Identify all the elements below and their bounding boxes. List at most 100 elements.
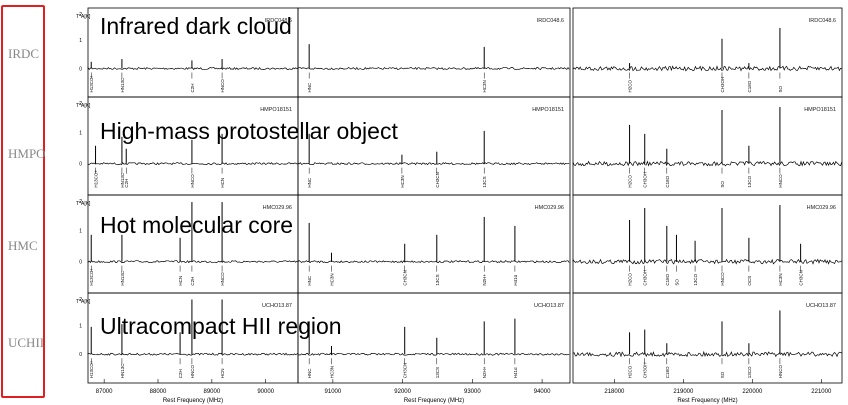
y-tick-label: 1 [79, 323, 82, 329]
molecule-label: HNC [307, 177, 312, 187]
spectrum-baseline [297, 260, 570, 264]
x-tick-label: 93000 [464, 389, 481, 395]
molecule-label: CH3CN [435, 172, 440, 188]
molecule-label: 13CS [482, 176, 487, 187]
y-tick-label: 0 [79, 162, 82, 168]
y-tick-label: 0 [79, 260, 82, 266]
source-label: UCHO13.87 [806, 303, 836, 309]
molecule-label: HC3N [482, 80, 487, 92]
molecule-label: HC3N [329, 366, 334, 378]
molecule-label: CH3OH [643, 362, 648, 378]
molecule-label: SO [778, 86, 783, 93]
source-label: UCHO13.87 [534, 303, 564, 309]
molecule-label: N2H+ [482, 274, 487, 286]
source-label: IRDC048.6 [537, 18, 564, 24]
molecule-label: 13CS [435, 367, 440, 378]
molecule-label: HNCO [720, 272, 725, 286]
y-tick-label: 0 [79, 352, 82, 358]
x-tick-label: 91000 [325, 389, 342, 395]
molecule-label: HCN [220, 178, 225, 188]
molecule-label: HCN [220, 368, 225, 378]
y-tick-label: 1 [79, 38, 82, 44]
molecule-label: C2H [178, 369, 183, 378]
molecule-label: HN13C [120, 172, 125, 188]
source-label: HMC029.96 [263, 205, 292, 211]
molecule-label: SO [720, 181, 725, 188]
molecule-label: HC3N [400, 175, 405, 187]
x-tick-label: 221000 [811, 389, 832, 395]
y-tick-label: 2 [79, 297, 82, 303]
x-tick-label: 219000 [673, 389, 694, 395]
row-title-uchii: Ultracompact HII region [100, 313, 342, 339]
spectrum-baseline [87, 66, 299, 71]
molecule-label: C18O [665, 175, 670, 187]
row-title-hmpo: High-mass protostellar object [100, 118, 398, 144]
x-tick-label: 90000 [257, 389, 274, 395]
panel-frame [572, 292, 843, 384]
molecule-label: H41α [513, 274, 518, 285]
molecule-label: SO [720, 371, 725, 378]
y-axis-unit: T*A[K] [76, 299, 91, 305]
spectrum-baseline [297, 162, 570, 166]
molecule-label: CH3CN [403, 363, 408, 379]
molecule-label: HNC [307, 275, 312, 285]
y-tick-label: 0 [79, 67, 82, 73]
row-title-hmc: Hot molecular core [100, 212, 294, 238]
molecule-label: C18O [665, 366, 670, 378]
y-tick-label: 2 [79, 12, 82, 18]
x-axis-label: Rest Frequency (MHz) [677, 398, 737, 404]
molecule-label: HN13C [120, 270, 125, 286]
molecule-label: HN13C [120, 363, 125, 379]
row-label-hmpo: HMPO [8, 146, 46, 161]
molecule-label: H13CO+ [94, 170, 99, 188]
molecule-label: HNC [307, 368, 312, 378]
x-tick-label: 218000 [604, 389, 625, 395]
x-axis-label: Rest Frequency (MHz) [404, 398, 464, 404]
molecule-label: 13CO [747, 366, 752, 378]
spectrum-baseline [572, 258, 843, 265]
spectrum-baseline [297, 352, 570, 356]
panel-frame [297, 7, 571, 98]
spectrum-baseline [87, 260, 298, 264]
y-axis-unit: T*A[K] [76, 201, 91, 207]
y-axis-unit: T*A[K] [76, 103, 91, 109]
x-tick-label: 220000 [742, 389, 763, 395]
molecule-label: H2CO [628, 273, 633, 286]
row-title-irdc: Infrared dark cloud [100, 13, 292, 39]
row-label-hmc: HMC [8, 238, 38, 253]
x-tick-label: 92000 [394, 389, 411, 395]
molecule-label: H13CO+ [89, 268, 94, 286]
molecule-label: OCS [747, 276, 752, 286]
spectrum-baseline [87, 352, 299, 356]
molecule-label: C2H [190, 277, 195, 286]
source-label: HMPO18151 [804, 107, 836, 113]
panel-frame [572, 96, 843, 196]
molecule-label: CH3CN [799, 270, 804, 286]
molecule-label: HNC [307, 82, 312, 92]
spectrum-baseline [572, 65, 842, 72]
molecule-label: HN13C [120, 77, 125, 93]
molecule-label: HNCO [190, 174, 195, 188]
molecule-label: CH3OH [720, 77, 725, 93]
y-tick-label: 1 [79, 228, 82, 234]
molecule-label: H13CO+ [89, 360, 94, 378]
molecule-label: HNCO [190, 364, 195, 378]
molecule-label: HC3N [778, 273, 783, 285]
x-tick-label: 89000 [204, 389, 221, 395]
molecule-label: H2CO [628, 365, 633, 378]
source-label: HMC029.96 [535, 205, 564, 211]
y-tick-label: 1 [79, 130, 82, 136]
molecule-label: H2CO [628, 80, 633, 93]
molecule-label: 13CO [747, 175, 752, 187]
molecule-label: 13CS [435, 274, 440, 285]
panel-frame [297, 292, 571, 384]
source-label: IRDC048.6 [265, 18, 292, 24]
source-label: UCHO13.87 [262, 303, 292, 309]
source-label: HMC029.96 [807, 205, 836, 211]
molecule-label: HNCO [778, 364, 783, 378]
molecule-label: H41α [513, 367, 518, 378]
molecule-label: C18O [665, 273, 670, 285]
source-label: HMPO18151 [260, 107, 292, 113]
